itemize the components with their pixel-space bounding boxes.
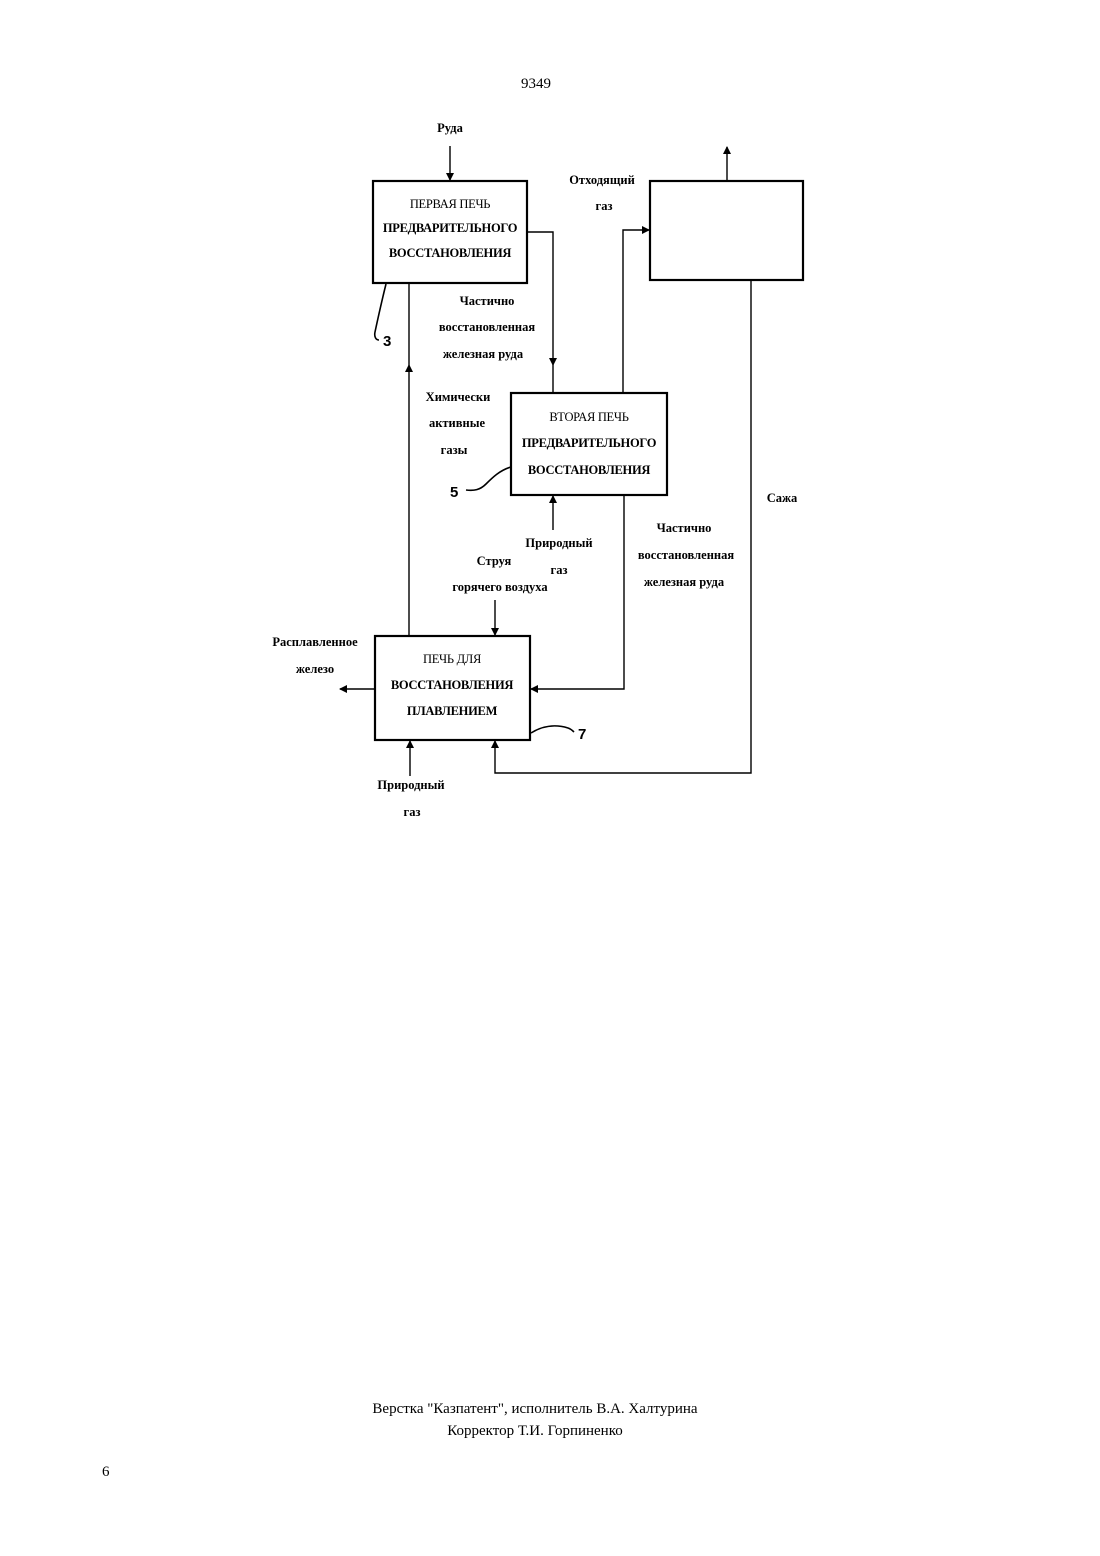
reactive-gases-line3: газы — [441, 443, 468, 457]
smelting-furnace-line2: ВОССТАНОВЛЕНИЯ — [391, 678, 514, 692]
gas-treatment-box — [650, 181, 803, 280]
molten-iron-line1: Расплавленное — [272, 635, 358, 649]
hot-air-line1: Струя — [477, 554, 512, 568]
partially-reduced-2-line2: восстановленная — [638, 548, 734, 562]
footer-layout-credit: Верстка "Казпатент", исполнитель В.А. Ха… — [250, 1398, 820, 1420]
second-furnace-line2: ПРЕДВАРИТЕЛЬНОГО — [522, 436, 657, 450]
natural-gas-lower-line1: Природный — [377, 778, 444, 792]
off-gas-label-line2: газ — [596, 199, 613, 213]
smelting-furnace-line1: ПЕЧЬ ДЛЯ — [423, 652, 481, 666]
callout-5: 5 — [450, 484, 458, 501]
off-gas-arrow — [623, 230, 649, 393]
molten-iron-line2: железо — [296, 662, 334, 676]
hot-air-line2: горячего воздуха — [452, 580, 548, 594]
smelting-furnace-line3: ПЛАВЛЕНИЕМ — [407, 704, 498, 718]
callout-leader-3 — [375, 284, 386, 340]
footer-proofreader-credit: Корректор Т.И. Горпиненко — [250, 1420, 820, 1442]
natural-gas-upper-line1: Природный — [525, 536, 592, 550]
first-furnace-line2: ПРЕДВАРИТЕЛЬНОГО — [383, 221, 518, 235]
partially-reduced-1-line1: Частично — [460, 294, 515, 308]
partially-reduced-1-line3: железная руда — [443, 347, 524, 361]
page-number: 6 — [102, 1464, 110, 1481]
partially-reduced-1-line2: восстановленная — [439, 320, 535, 334]
reactive-gases-line2: активные — [429, 416, 486, 430]
first-furnace-line1: ПЕРВАЯ ПЕЧЬ — [410, 197, 490, 211]
page-footer: Верстка "Казпатент", исполнитель В.А. Ха… — [250, 1398, 820, 1442]
ore-transfer-arrow-1 — [527, 232, 553, 365]
callout-leader-7 — [531, 726, 574, 733]
second-furnace-line3: ВОССТАНОВЛЕНИЯ — [528, 463, 651, 477]
partially-reduced-2-line3: железная руда — [644, 575, 725, 589]
partially-reduced-2-line1: Частично — [657, 521, 712, 535]
natural-gas-lower-line2: газ — [404, 805, 421, 819]
first-furnace-line3: ВОССТАНОВЛЕНИЯ — [389, 246, 512, 260]
ore-label: Руда — [437, 121, 463, 135]
reactive-gases-line1: Химически — [426, 390, 491, 404]
natural-gas-upper-line2: газ — [551, 563, 568, 577]
off-gas-label-line1: Отходящий — [569, 173, 635, 187]
second-furnace-line1: ВТОРАЯ ПЕЧЬ — [549, 410, 628, 424]
callout-7: 7 — [578, 726, 586, 743]
callout-3: 3 — [383, 333, 391, 350]
soot-label: Сажа — [767, 491, 798, 505]
callout-leader-5 — [466, 467, 511, 490]
